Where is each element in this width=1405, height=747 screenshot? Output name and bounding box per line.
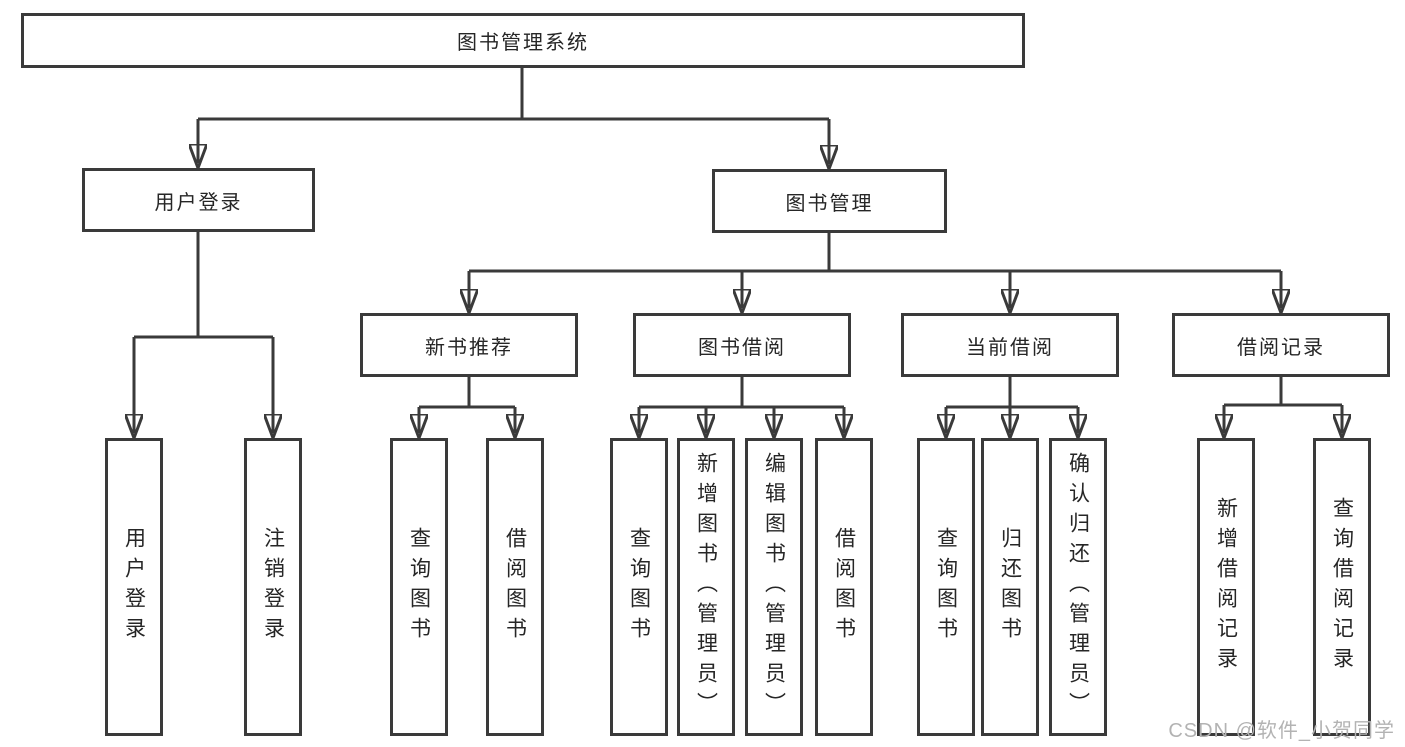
node-library-management-system: 图书管理系统 <box>21 13 1025 68</box>
leaf-add-book-admin: 新增图书（管理员） <box>677 438 735 736</box>
node-label: 查询借阅记录 <box>1330 497 1354 677</box>
node-label: 新增图书（管理员） <box>694 452 718 722</box>
leaf-query-books-recommendation: 查询图书 <box>390 438 448 736</box>
node-label: 注销登录 <box>261 527 285 647</box>
node-label: 确认归还（管理员） <box>1066 452 1090 722</box>
leaf-borrow-books: 借阅图书 <box>815 438 873 736</box>
leaf-return-books: 归还图书 <box>981 438 1039 736</box>
node-current-borrowing: 当前借阅 <box>901 313 1119 377</box>
leaf-user-login: 用户登录 <box>105 438 163 736</box>
node-label: 查询图书 <box>627 527 651 647</box>
node-user-login: 用户登录 <box>82 168 315 232</box>
node-label: 查询图书 <box>934 527 958 647</box>
leaf-borrow-books-recommendation: 借阅图书 <box>486 438 544 736</box>
csdn-watermark: CSDN @软件_小贺同学 <box>1168 720 1395 742</box>
node-label: 借阅记录 <box>1237 336 1325 359</box>
node-label: 归还图书 <box>998 527 1022 647</box>
node-label: 图书管理系统 <box>457 32 589 54</box>
node-label: 编辑图书（管理员） <box>762 452 786 722</box>
node-borrowing-records: 借阅记录 <box>1172 313 1390 377</box>
node-label: 用户登录 <box>154 191 243 214</box>
node-label: 借阅图书 <box>832 527 856 647</box>
node-new-book-recommendation: 新书推荐 <box>360 313 578 377</box>
leaf-query-books-current: 查询图书 <box>917 438 975 736</box>
node-label: 图书管理 <box>785 192 874 215</box>
leaf-add-borrow-record: 新增借阅记录 <box>1197 438 1255 736</box>
node-label: 借阅图书 <box>503 527 527 647</box>
node-label: 用户登录 <box>122 527 146 647</box>
node-book-borrowing: 图书借阅 <box>633 313 851 377</box>
node-label: 新增借阅记录 <box>1214 497 1238 677</box>
node-label: 当前借阅 <box>966 336 1054 359</box>
leaf-confirm-return-admin: 确认归还（管理员） <box>1049 438 1107 736</box>
leaf-logout: 注销登录 <box>244 438 302 736</box>
leaf-query-books-borrowing: 查询图书 <box>610 438 668 736</box>
leaf-edit-book-admin: 编辑图书（管理员） <box>745 438 803 736</box>
node-book-management: 图书管理 <box>712 169 947 233</box>
node-label: 查询图书 <box>407 527 431 647</box>
leaf-query-borrow-record: 查询借阅记录 <box>1313 438 1371 736</box>
node-label: 图书借阅 <box>698 336 786 359</box>
node-label: 新书推荐 <box>425 336 513 359</box>
